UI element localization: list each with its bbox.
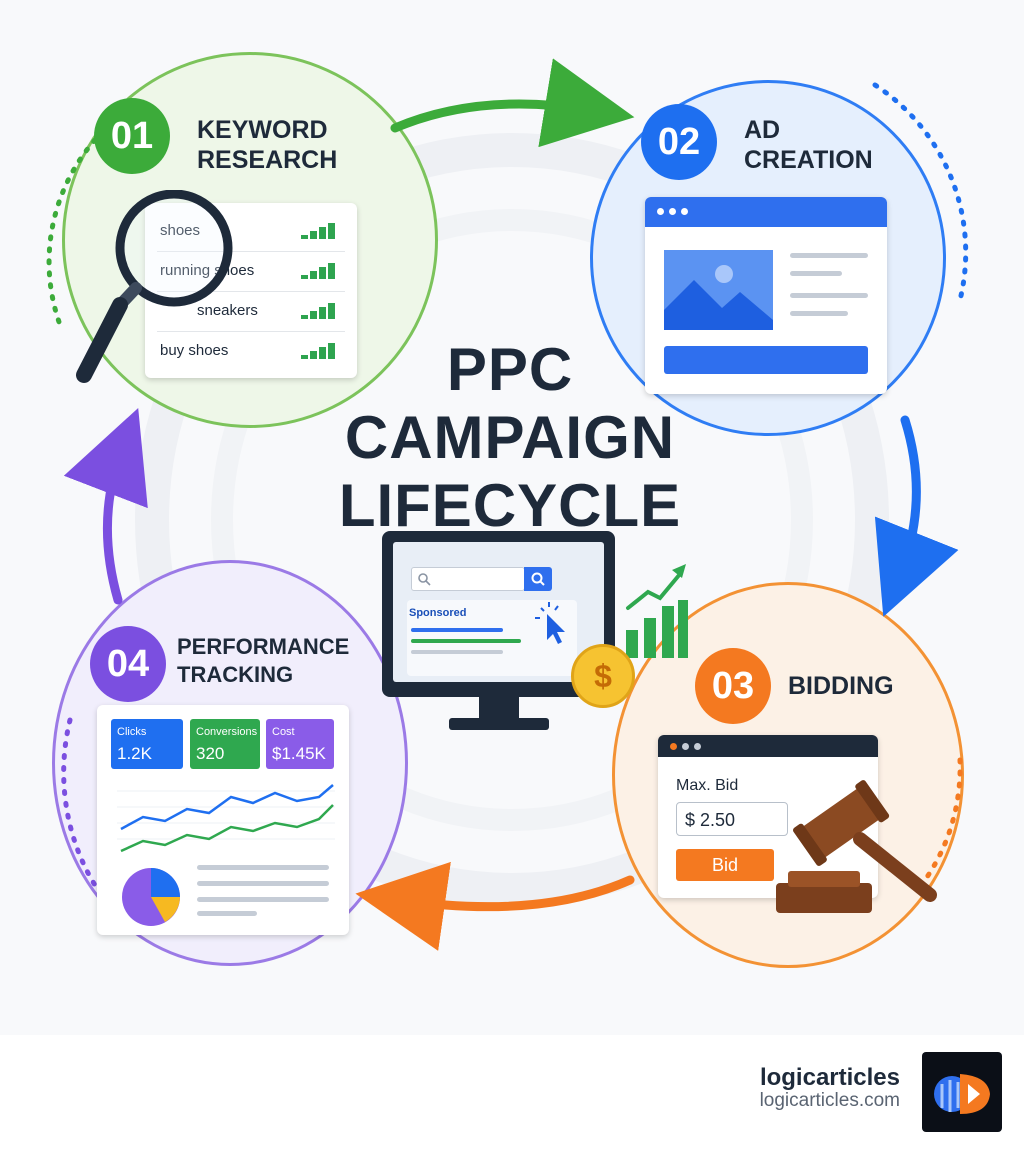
bid-amount-field: $ 2.50 [676, 802, 788, 836]
text-line [790, 271, 842, 276]
text-line [197, 897, 329, 902]
title-line: CAMPAIGN [344, 404, 676, 471]
metric-value: $1.45K [272, 744, 326, 763]
title-line: LIFECYCLE [338, 472, 682, 539]
monitor-stand [479, 697, 519, 719]
gavel-icon [776, 780, 937, 913]
stage-number-badge: 01 [94, 98, 170, 174]
stage-number-badge: 02 [641, 104, 717, 180]
search-icon [418, 573, 431, 586]
arrow-bidding-to-performance [355, 861, 635, 951]
diagram-title: PPC CAMPAIGN LIFECYCLE [330, 336, 690, 540]
keyword-text: shoes [160, 211, 200, 251]
metric-tile-cost: Cost $1.45K [266, 719, 334, 769]
keyword-list-card: shoes running shoes sneakers buy shoes [145, 203, 357, 378]
title-line: PPC [446, 336, 574, 403]
text-line [197, 865, 329, 870]
search-button [524, 567, 552, 591]
metric-tile-conversions: Conversions 320 [190, 719, 260, 769]
list-item: sneakers [157, 291, 345, 332]
monitor-icon: Sponsored [382, 531, 615, 697]
metric-tile-clicks: Clicks 1.2K [111, 719, 183, 769]
arrow-keyword-to-ad [390, 58, 635, 148]
metric-value: 1.2K [117, 744, 152, 763]
brand-url: logicarticles.com [759, 1090, 900, 1111]
search-icon [531, 572, 545, 586]
cycle-arrows [46, 58, 969, 951]
keyword-text: running shoes [160, 262, 255, 279]
background-rings [0, 0, 1024, 1035]
text-line [790, 311, 848, 316]
metric-label: Cost [272, 726, 295, 738]
performance-dashboard-card: Clicks 1.2K Conversions 320 Cost $1.45K [97, 705, 349, 935]
browser-bar [645, 197, 887, 227]
text-line [790, 253, 868, 258]
arrow-performance-to-keyword [63, 408, 148, 605]
dotted-accent-green [46, 137, 98, 333]
growth-chart-icon [626, 564, 688, 658]
signal-bars-icon [301, 343, 337, 359]
image-placeholder-icon [664, 250, 773, 330]
brand-name: logicarticles [759, 1064, 900, 1091]
bid-button: Bid [676, 849, 774, 881]
sponsored-label: Sponsored [409, 607, 467, 619]
result-url-line [411, 639, 521, 643]
metric-label: Conversions [196, 726, 258, 738]
list-item: shoes [157, 211, 345, 252]
ad-preview-card [645, 197, 887, 394]
metric-label: Clicks [117, 726, 147, 738]
line-chart-icon [117, 784, 335, 853]
max-bid-label: Max. Bid [676, 777, 739, 794]
footer [0, 1035, 1024, 1154]
cursor-click-icon [535, 602, 565, 644]
dotted-accent-purple [61, 717, 108, 903]
signal-bars-icon [301, 263, 337, 279]
browser-bar [658, 735, 878, 757]
stage-title-bidding: BIDDING [788, 672, 894, 700]
keyword-text: sneakers [197, 302, 258, 319]
brand-logo-icon [922, 1052, 1002, 1132]
text-line [790, 293, 868, 298]
stage-number-badge: 04 [90, 626, 166, 702]
text-line [197, 881, 329, 886]
ad-cta-bar [664, 346, 868, 374]
metric-value: 320 [196, 744, 225, 763]
stage-title-performance-tracking: PERFORMANCE TRACKING [177, 634, 350, 687]
stage-title-ad-creation: AD CREATION [744, 116, 873, 174]
dotted-accent-orange [922, 757, 963, 883]
search-bar [411, 567, 525, 591]
signal-bars-icon [301, 223, 337, 239]
result-title-line [411, 628, 503, 632]
list-item: buy shoes [157, 331, 345, 371]
result-text-line [411, 650, 503, 654]
magnifier-icon [76, 190, 233, 383]
stage-title-keyword-research: KEYWORD RESEARCH [197, 116, 338, 174]
arrow-ad-to-bidding [874, 415, 959, 617]
keyword-text: buy shoes [160, 342, 229, 359]
monitor-base [449, 718, 549, 730]
pie-chart-icon [122, 868, 180, 926]
list-item: running shoes [157, 251, 345, 292]
stage-number-badge: 03 [695, 648, 771, 724]
dollar-coin-icon: $ [571, 644, 635, 708]
monitor-screen: Sponsored [393, 542, 604, 682]
dotted-accent-blue [872, 82, 969, 303]
signal-bars-icon [301, 303, 337, 319]
text-line [197, 911, 257, 916]
